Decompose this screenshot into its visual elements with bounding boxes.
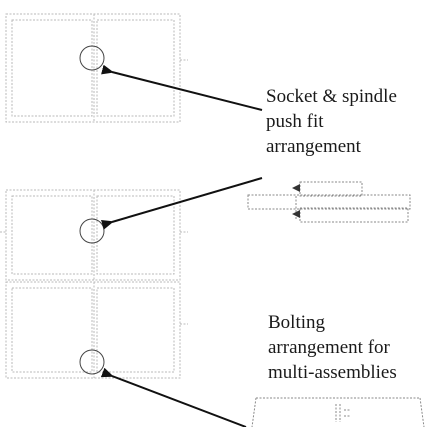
- spindle-arrow-marks: [292, 184, 300, 218]
- lower-panel-assembly: [5, 281, 188, 379]
- arrow-socket-spindle: [101, 64, 263, 111]
- bolting-detail-circle: [79, 349, 105, 375]
- callout-socket-line-3: arrangement: [266, 136, 361, 157]
- socket-spindle-detail-view: [247, 181, 411, 223]
- callout-socket-line-1: Socket & spindle: [266, 86, 397, 107]
- arrow-bolting: [100, 367, 247, 427]
- bolting-detail-view: [251, 397, 425, 427]
- callout-bolting-line-1: Bolting: [268, 312, 326, 333]
- middle-panel-assembly: [0, 189, 188, 281]
- socket-spindle-detail-circle: [79, 45, 105, 71]
- callout-socket-spindle: Socket & spindle push fit arrangement: [266, 84, 397, 159]
- callout-socket-line-2: push fit: [266, 111, 324, 132]
- middle-joint-detail-circle: [79, 218, 105, 244]
- callout-bolting-line-2: arrangement for: [268, 337, 390, 358]
- callout-bolting: Bolting arrangement for multi-assemblies: [268, 310, 397, 385]
- arrow-middle-joint: [100, 177, 263, 230]
- callout-bolting-line-3: multi-assemblies: [268, 362, 397, 383]
- top-panel-assembly: [5, 13, 188, 123]
- leader-arrows: [100, 64, 263, 427]
